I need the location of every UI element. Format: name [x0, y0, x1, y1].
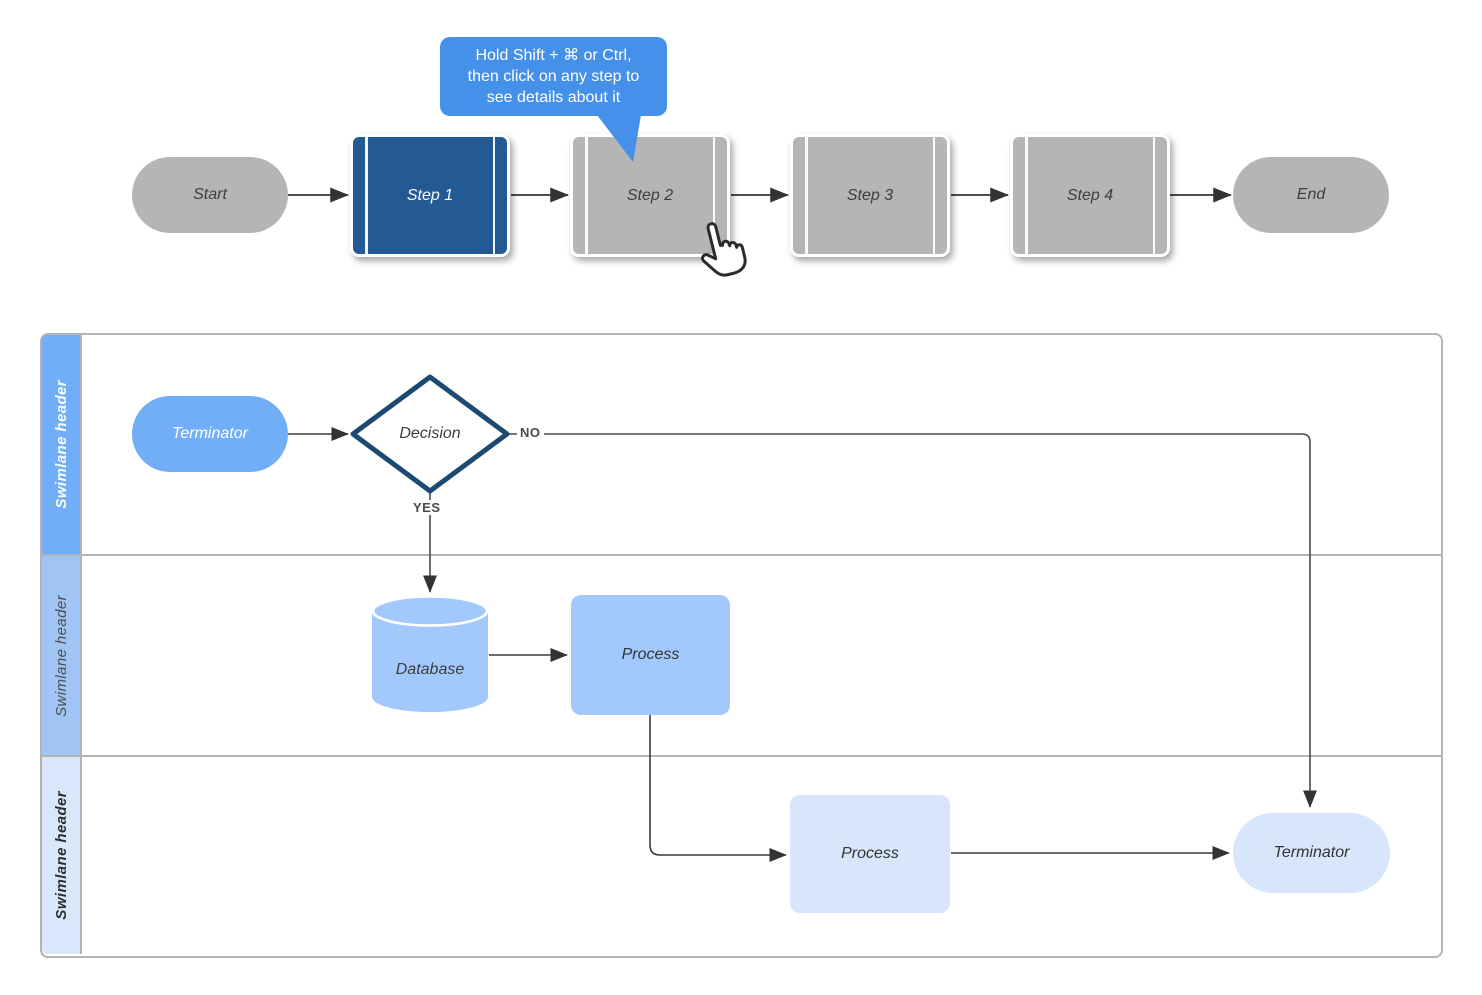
- node-label: Process: [841, 845, 899, 862]
- node-label: Step 3: [846, 186, 894, 204]
- node-label: Database: [395, 661, 465, 678]
- node-step-1[interactable]: Step 1: [350, 134, 510, 257]
- swimlane-2-header[interactable]: Swimlane header: [42, 556, 82, 755]
- node-decision[interactable]: Decision: [346, 370, 514, 498]
- swimlane-3-header[interactable]: Swimlane header: [42, 757, 82, 954]
- tooltip: Hold Shift + ⌘ or Ctrl, then click on an…: [440, 37, 667, 162]
- node-step-2[interactable]: Step 2: [570, 134, 730, 257]
- database-cylinder-shape: [371, 595, 489, 712]
- edge-label-no: NO: [517, 425, 544, 440]
- node-label: Terminator: [1273, 844, 1350, 861]
- node-process-1[interactable]: Process: [571, 595, 730, 715]
- edge-process-process: [649, 715, 787, 863]
- node-terminator-2[interactable]: Terminator: [1233, 813, 1390, 893]
- node-step-3[interactable]: Step 3: [790, 134, 950, 257]
- node-label: Process: [621, 646, 680, 663]
- node-label: Step 2: [626, 186, 674, 204]
- node-terminator-1[interactable]: Terminator: [132, 396, 288, 472]
- tooltip-line: Hold Shift + ⌘ or Ctrl,: [475, 47, 632, 64]
- node-end[interactable]: End: [1233, 157, 1389, 233]
- node-step-4[interactable]: Step 4: [1010, 134, 1170, 257]
- decision-shape: [350, 374, 510, 494]
- node-label: Start: [193, 186, 227, 203]
- swimlane-2: Swimlane header: [42, 554, 1441, 755]
- tooltip-tail: [597, 115, 641, 162]
- tooltip-line: then click on any step to: [467, 68, 640, 85]
- swimlane-3: Swimlane header: [42, 755, 1441, 954]
- tooltip-line: see details about it: [486, 89, 621, 106]
- swimlane-1: Swimlane header: [42, 335, 1441, 554]
- node-label: Step 4: [1066, 186, 1114, 204]
- hand-cursor-icon: [701, 222, 747, 277]
- node-label: Decision: [399, 425, 461, 442]
- edge-label-yes: YES: [410, 500, 444, 515]
- node-label: Terminator: [172, 425, 248, 442]
- node-start[interactable]: Start: [132, 157, 288, 233]
- edge-decision-no-terminator: [509, 433, 1318, 808]
- swimlane-1-header[interactable]: Swimlane header: [42, 335, 82, 554]
- node-database[interactable]: Database: [371, 595, 489, 713]
- node-label: End: [1296, 186, 1326, 203]
- node-label: Step 1: [406, 186, 454, 204]
- node-process-2[interactable]: Process: [790, 795, 950, 913]
